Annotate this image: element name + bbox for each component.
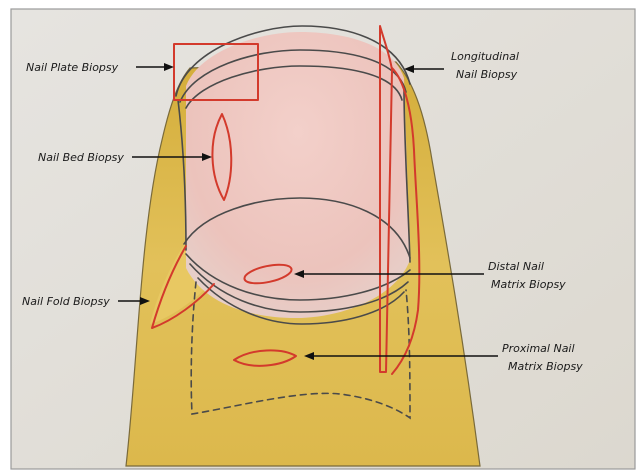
label-nail-bed-biopsy: Nail Bed Biopsy — [38, 151, 124, 164]
label-proximal-matrix-line1: Proximal Nail — [502, 342, 575, 355]
label-longitudinal-line1: Longitudinal — [451, 50, 519, 63]
label-distal-matrix-line1: Distal Nail — [488, 260, 544, 273]
label-distal-matrix-line2: Matrix Biopsy — [491, 278, 566, 291]
label-longitudinal-line2: Nail Biopsy — [456, 68, 518, 81]
label-nail-plate-biopsy: Nail Plate Biopsy — [26, 61, 119, 74]
label-proximal-matrix-line2: Matrix Biopsy — [508, 360, 583, 373]
label-nail-fold-biopsy: Nail Fold Biopsy — [22, 295, 110, 308]
